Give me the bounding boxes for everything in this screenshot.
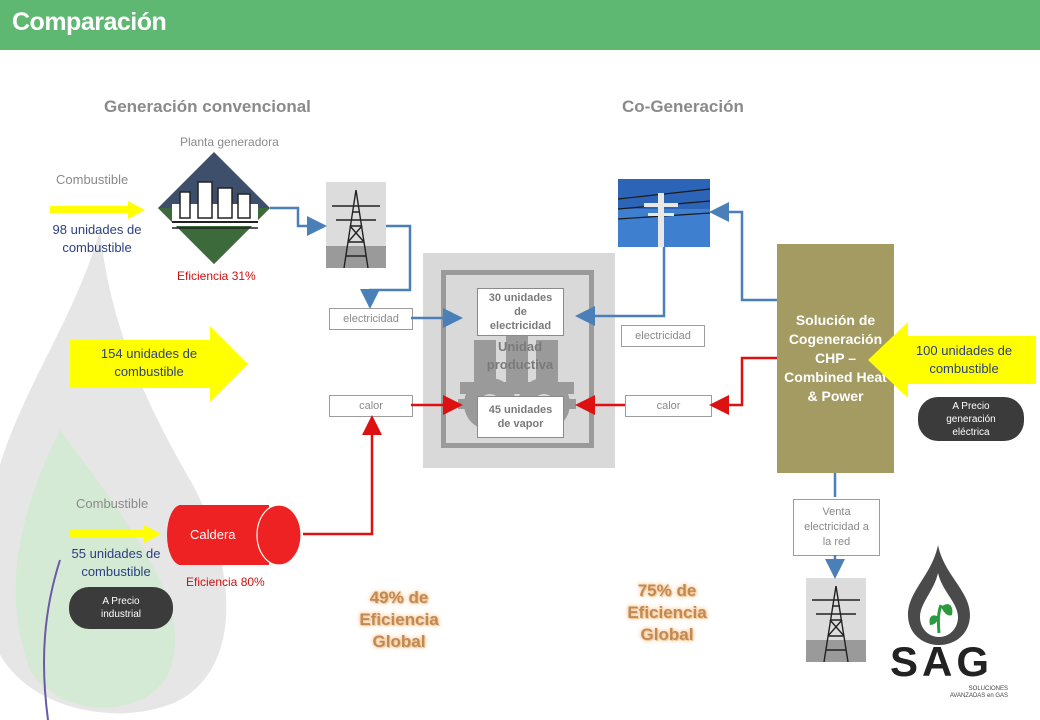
power-plant-icon xyxy=(158,152,270,264)
price-pill-conventional-text: A Precio industrial xyxy=(100,596,142,620)
global-efficiency-cogeneration: 75% de Eficiencia Global xyxy=(627,581,707,644)
heat-label-cogeneration: calor xyxy=(625,395,712,417)
flow-chp-to-heat xyxy=(709,356,777,415)
boiler-shape xyxy=(167,504,302,566)
header-bar xyxy=(0,0,1040,50)
electricity-units-text: 30 unidades de electricidad xyxy=(488,292,553,332)
price-pill-cogeneration-text: A Precio generación eléctrica xyxy=(946,400,996,438)
total-fuel-arrow xyxy=(70,326,248,402)
price-pill-cogeneration: A Precio generación eléctrica xyxy=(918,397,1024,441)
plant-label: Planta generadora xyxy=(180,135,279,149)
steam-units-text: 45 unidades de vapor xyxy=(488,404,553,430)
sag-logo-text: SAG xyxy=(890,638,994,685)
boiler-efficiency: Eficiencia 80% xyxy=(186,575,265,589)
conventional-title: Generación convencional xyxy=(104,97,311,116)
grid-sale-box: Venta electricidad a la red xyxy=(793,499,880,556)
grid-tower-image xyxy=(806,578,866,662)
fuel-arrow-2 xyxy=(70,525,161,543)
price-pill-conventional: A Precio industrial xyxy=(69,587,173,629)
electricity-units-box: 30 unidades de electricidad xyxy=(477,288,564,336)
flow-pole-to-unit xyxy=(575,247,666,326)
electricity-label-cogeneration: electricidad xyxy=(621,325,705,347)
steam-units-box: 45 unidades de vapor xyxy=(477,396,564,438)
flow-chp-to-pole xyxy=(709,202,777,302)
production-unit-frame xyxy=(441,270,594,448)
power-tower-image xyxy=(326,182,386,268)
fuel-amount-1: 98 unidades de combustible xyxy=(52,222,142,255)
fuel-arrow-1 xyxy=(50,201,145,219)
chp-fuel-arrow xyxy=(868,322,1036,398)
flow-boiler-to-heat xyxy=(303,415,382,536)
fuel-label-1: Combustible xyxy=(56,172,129,187)
sag-logo-tagline: SOLUCIONES AVANZADAS en GAS xyxy=(949,686,1008,699)
cogeneration-title: Co-Generación xyxy=(622,97,744,116)
flow-plant-to-tower xyxy=(270,206,327,236)
utility-pole-image xyxy=(618,179,710,247)
production-unit-label: Unidad productiva xyxy=(486,339,554,372)
global-efficiency-conventional: 49% de Eficiencia Global xyxy=(359,588,439,651)
fuel-label-2: Combustible xyxy=(76,496,149,511)
chp-solution-label: Solución de Cogeneración CHP – Combined … xyxy=(784,312,887,404)
heat-label-conventional: calor xyxy=(329,395,413,417)
plant-efficiency: Eficiencia 31% xyxy=(177,269,256,283)
boiler-label: Caldera xyxy=(190,527,236,542)
background-drop-graphic xyxy=(0,230,227,720)
grid-sale-label: Venta electricidad a la red xyxy=(804,506,869,548)
total-fuel-amount: 154 unidades de combustible xyxy=(100,346,198,379)
page-title: Comparación xyxy=(12,8,167,36)
flow-tower-to-electricity xyxy=(360,224,412,309)
electricity-label-conventional: electricidad xyxy=(329,308,413,330)
fuel-amount-2: 55 unidades de combustible xyxy=(71,546,161,579)
sag-logo-drop-icon xyxy=(908,545,970,645)
chp-fuel-amount: 100 unidades de combustible xyxy=(915,343,1013,376)
